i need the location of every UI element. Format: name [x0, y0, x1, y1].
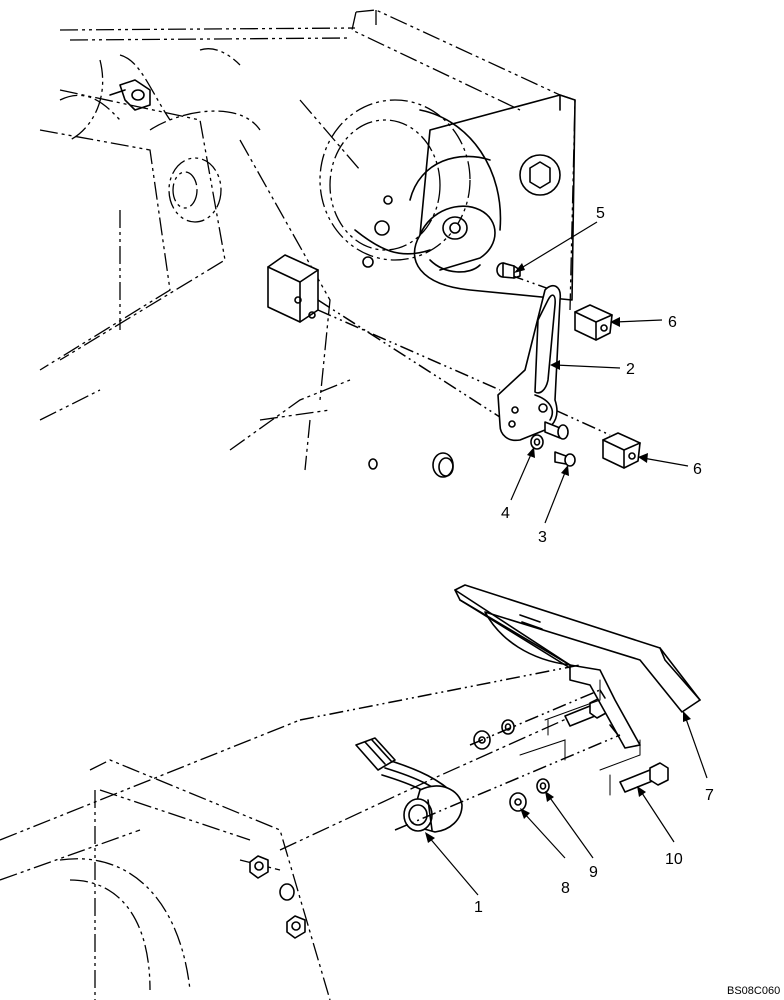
- lower-frame-phantom: [0, 714, 576, 1000]
- callout-10: 10: [665, 851, 683, 868]
- bracket-7: [454, 584, 701, 749]
- frame-holes: [368, 452, 454, 478]
- block-6-lower: [602, 432, 641, 469]
- callout-3: 3: [538, 529, 547, 546]
- callout-2: 2: [626, 361, 635, 378]
- upper-frame-phantom: [39, 9, 576, 471]
- bracket-2: [497, 284, 562, 442]
- washer-4: [530, 434, 544, 450]
- washer-pair-upper: [473, 719, 515, 750]
- callout-6-lower: 6: [693, 461, 702, 478]
- callout-5: 5: [596, 205, 605, 222]
- callout-4: 4: [501, 505, 510, 522]
- callout-labels: 5 6 2 6 4 3 7 10 9 8 1 BS08C060: [474, 205, 780, 997]
- callout-8: 8: [561, 880, 570, 897]
- cam-plate: [413, 94, 576, 301]
- frame-nuts-lower: [249, 855, 306, 939]
- callout-6-upper: 6: [668, 314, 677, 331]
- bolt-5: [496, 262, 521, 279]
- callout-7: 7: [705, 787, 714, 804]
- alignment-axes-lower: [299, 664, 641, 831]
- washer-8: [509, 792, 527, 812]
- pulley-drum: [319, 99, 502, 268]
- bolt-3: [554, 451, 576, 467]
- callout-9: 9: [589, 864, 598, 881]
- callout-1: 1: [474, 899, 483, 916]
- block-6-upper: [574, 304, 613, 341]
- leader-lines: [425, 221, 708, 896]
- bracket-bolt: [544, 421, 569, 440]
- mounting-block: [267, 254, 319, 323]
- sensor-1: [355, 737, 463, 833]
- cable-clamp: [109, 79, 151, 111]
- drawing-code: BS08C060: [727, 985, 780, 997]
- washer-9: [536, 778, 550, 794]
